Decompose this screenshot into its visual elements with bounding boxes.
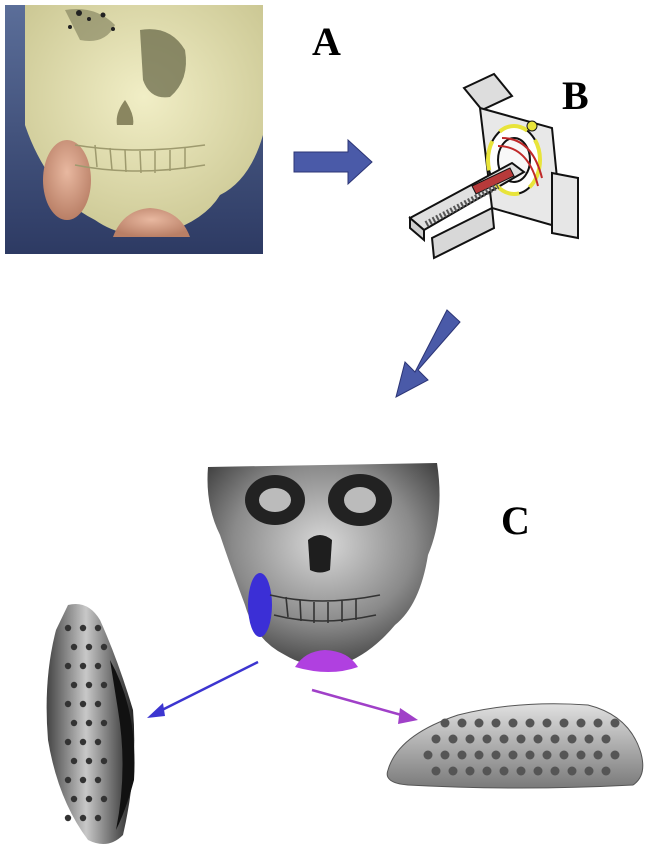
panel-label-b: B: [562, 76, 589, 116]
arrow-to-chin-implant: [312, 690, 405, 716]
panel-label-c: C: [501, 501, 530, 541]
arrow-to-cheek-implant: [158, 662, 258, 712]
arrow-b-to-c: [396, 310, 460, 397]
arrow-a-to-b: [294, 140, 372, 184]
panel-label-a: A: [312, 22, 341, 62]
